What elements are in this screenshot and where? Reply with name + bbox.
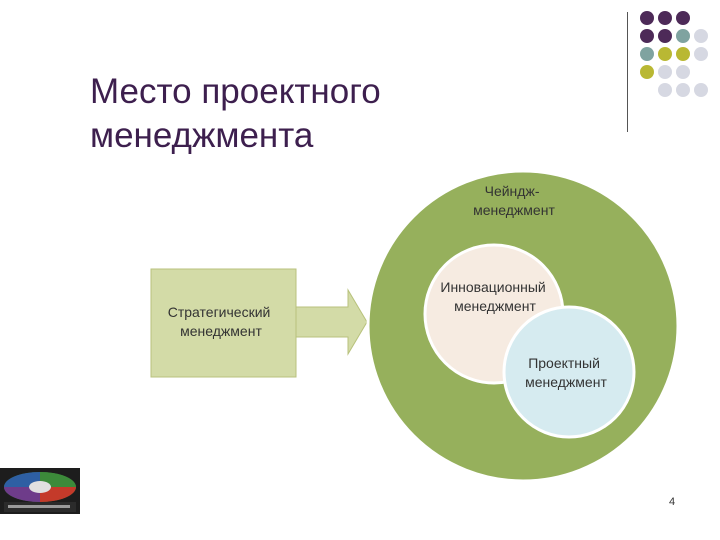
decorative-dot bbox=[640, 65, 654, 79]
source-box bbox=[150, 268, 297, 378]
decorative-dot bbox=[676, 83, 690, 97]
inner-circle-2-label: Проектный менеджмент bbox=[525, 355, 607, 390]
decorative-dot bbox=[676, 47, 690, 61]
inner-circle-2-line-1: Проектный bbox=[528, 355, 600, 371]
inner-circle-1-line-2: менеджмент bbox=[454, 298, 536, 314]
decorative-dot bbox=[640, 47, 654, 61]
decorative-dot bbox=[694, 29, 708, 43]
decorative-dot bbox=[640, 11, 654, 25]
source-box-line-1: Стратегический bbox=[168, 304, 271, 320]
decorative-dot bbox=[658, 11, 672, 25]
decorative-dots-icon bbox=[640, 11, 708, 97]
decorative-dot bbox=[640, 29, 654, 43]
decorative-dot bbox=[676, 29, 690, 43]
outer-circle-label: Чейндж- менеджмент bbox=[473, 183, 555, 218]
inner-circle-project bbox=[502, 305, 636, 439]
decorative-dot bbox=[694, 47, 708, 61]
title-divider-line bbox=[627, 12, 628, 132]
decorative-dot bbox=[658, 29, 672, 43]
decorative-dot bbox=[676, 65, 690, 79]
source-box-line-2: менеджмент bbox=[180, 323, 262, 339]
decorative-dot bbox=[658, 65, 672, 79]
decorative-dot bbox=[658, 47, 672, 61]
decorative-dot bbox=[694, 83, 708, 97]
source-box-label: Стратегический менеджмент bbox=[168, 304, 275, 339]
decorative-dot bbox=[676, 11, 690, 25]
outer-circle-line-2: менеджмент bbox=[473, 202, 555, 218]
logo-icon bbox=[0, 468, 80, 514]
inner-circle-1-line-1: Инновационный bbox=[440, 279, 545, 295]
arrow-right-icon bbox=[295, 288, 368, 356]
inner-circle-2-line-2: менеджмент bbox=[525, 374, 607, 390]
page-number: 4 bbox=[669, 496, 676, 508]
inner-circle-1-label: Инновационный менеджмент bbox=[440, 279, 549, 314]
decorative-dot bbox=[658, 83, 672, 97]
outer-circle-line-1: Чейндж- bbox=[485, 183, 540, 199]
